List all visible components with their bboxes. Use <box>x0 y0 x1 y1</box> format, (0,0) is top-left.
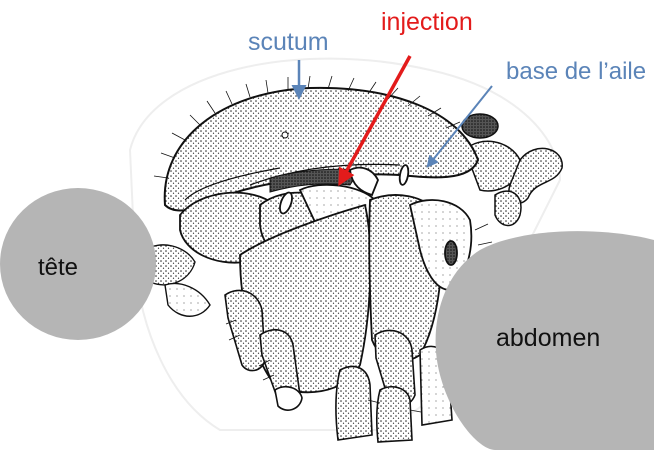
wing-base-lobes <box>462 114 562 226</box>
scutum-label: scutum <box>248 30 329 55</box>
head-label: tête <box>38 256 78 280</box>
wing-base-label: base de l’aile <box>506 60 646 84</box>
injection-label: injection <box>381 10 473 35</box>
abdomen-label: abdomen <box>496 326 600 351</box>
